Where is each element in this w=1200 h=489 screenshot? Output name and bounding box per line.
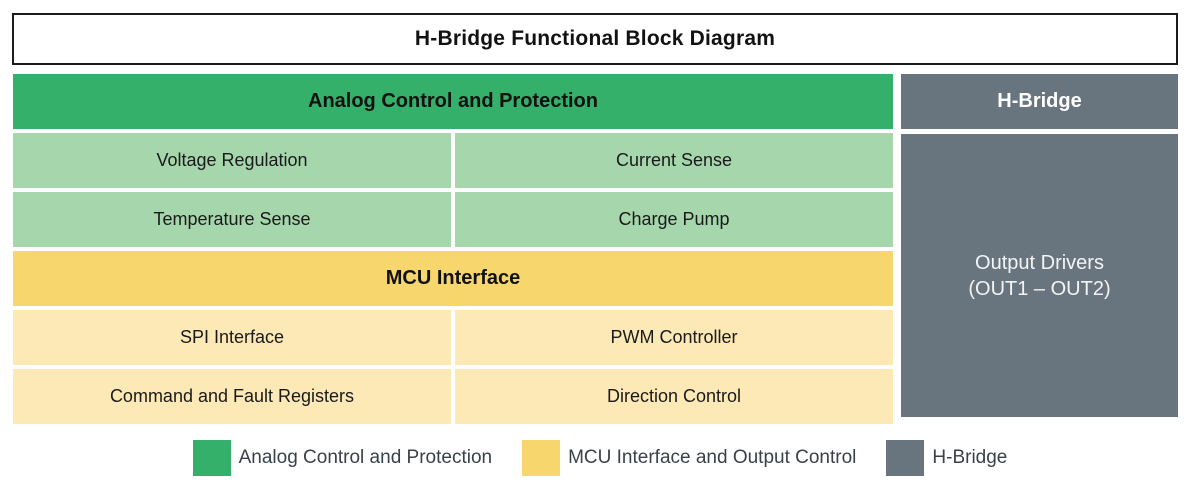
legend-item-hbridge: H-Bridge (886, 440, 1007, 476)
analog-row-1: Voltage Regulation Current Sense (13, 133, 893, 188)
block-command-and-fault-registers: Command and Fault Registers (13, 369, 451, 424)
legend-swatch-amber-icon (522, 440, 561, 476)
diagram-title-box: H-Bridge Functional Block Diagram (12, 13, 1178, 65)
legend: Analog Control and Protection MCU Interf… (0, 437, 1200, 479)
legend-label-hbridge: H-Bridge (932, 447, 1008, 468)
block-direction-control: Direction Control (455, 369, 893, 424)
block-pwm-controller: PWM Controller (455, 310, 893, 365)
block-output-drivers: Output Drivers (OUT1 – OUT2) (901, 134, 1178, 417)
h-bridge-header: H-Bridge (901, 74, 1178, 129)
legend-swatch-gray-icon (886, 440, 925, 476)
block-temperature-sense: Temperature Sense (13, 192, 451, 247)
mcu-interface-header: MCU Interface (13, 251, 893, 306)
analog-row-2: Temperature Sense Charge Pump (13, 192, 893, 247)
legend-item-mcu: MCU Interface and Output Control (522, 440, 856, 476)
mcu-row-2: Command and Fault Registers Direction Co… (13, 369, 893, 424)
mcu-row-1: SPI Interface PWM Controller (13, 310, 893, 365)
block-charge-pump: Charge Pump (455, 192, 893, 247)
page-title: H-Bridge Functional Block Diagram (414, 27, 776, 50)
block-spi-interface: SPI Interface (13, 310, 451, 365)
output-drivers-pins: (OUT1 – OUT2) (968, 277, 1111, 300)
right-column: H-Bridge Output Drivers (OUT1 – OUT2) (901, 74, 1178, 417)
block-voltage-regulation: Voltage Regulation (13, 133, 451, 188)
legend-label-mcu: MCU Interface and Output Control (568, 447, 857, 468)
left-column: Analog Control and Protection Voltage Re… (13, 74, 893, 428)
legend-item-analog: Analog Control and Protection (192, 440, 493, 476)
legend-swatch-green-icon (192, 440, 231, 476)
output-drivers-label: Output Drivers (975, 251, 1104, 274)
legend-label-analog: Analog Control and Protection (238, 447, 493, 468)
analog-control-and-protection-header: Analog Control and Protection (13, 74, 893, 129)
block-current-sense: Current Sense (455, 133, 893, 188)
